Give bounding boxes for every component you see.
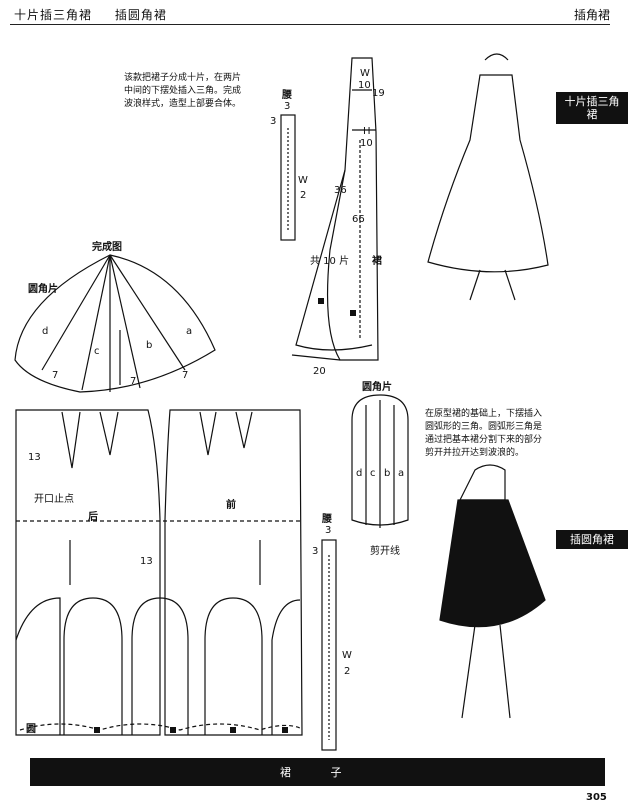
- header-item: 插圆角裙: [114, 8, 167, 22]
- lower-gore-letter-c: c: [370, 468, 376, 479]
- front-label: 前: [226, 500, 236, 511]
- lower-waistband-title: 腰: [322, 514, 332, 525]
- footer-banner: [30, 758, 605, 786]
- flare-7-mid: 7: [130, 376, 137, 387]
- footer-text: 裙 子: [280, 766, 360, 779]
- lower-gore-title: 圆角片: [362, 382, 392, 393]
- side-tab-bottom: 插圆角裙: [556, 530, 628, 549]
- header-rule: [10, 24, 610, 25]
- panel-hip-h: H: [363, 126, 371, 137]
- lower-waistband-height: 3: [312, 546, 319, 557]
- figure-1-skirt: [427, 74, 549, 273]
- flare-line: [109, 254, 141, 389]
- notch-marker: [282, 727, 288, 733]
- cut-line-label: 剪开线: [370, 546, 400, 557]
- header-item: 十片插三角裙: [14, 8, 93, 22]
- running-header-right: 插角裙: [573, 8, 610, 22]
- notch-marker: [318, 298, 324, 304]
- front-dart-1: [199, 411, 217, 456]
- lower-13-left: 13: [28, 452, 41, 463]
- arch-gore: [204, 597, 263, 735]
- upper-panel-flare: [295, 169, 373, 351]
- finish-diagram-title: 完成图: [92, 242, 122, 253]
- back-dart-1: [61, 411, 81, 469]
- figure-2-leg: [461, 624, 476, 719]
- note-middle: 在原型裙的基础上，下摆插入圆弧形的三角。圆弧形三角是通过把基本裙分割下来的部分剪…: [425, 409, 543, 458]
- panel-count: 共 10 片: [310, 256, 350, 267]
- notch-marker: [350, 310, 356, 316]
- curve-mark: 圆: [26, 724, 36, 735]
- panel-top-w: W: [360, 68, 370, 79]
- flare-line: [41, 254, 111, 371]
- panel-36: 36: [334, 185, 347, 196]
- lower-waist-formula-top: W: [342, 650, 352, 661]
- figure-1-torso: [484, 53, 509, 61]
- flare-letter-b: b: [146, 340, 153, 351]
- panel-66: 66: [352, 214, 365, 225]
- back-panel-outline: [15, 409, 161, 736]
- lower-gore-letter-a: a: [398, 468, 405, 479]
- upper-waistband-height: 3: [270, 116, 277, 127]
- back-label: 后: [88, 512, 98, 523]
- arch-gore: [63, 597, 123, 735]
- figure-2-skirt: [439, 499, 546, 628]
- upper-long-panel: [326, 57, 379, 361]
- flare-letter-a: a: [186, 326, 193, 337]
- figure-2-top: [459, 464, 506, 501]
- flare-letter-c: c: [94, 346, 100, 357]
- flare-7-right: 7: [182, 370, 189, 381]
- figure-1-leg: [504, 269, 516, 301]
- lower-waist-formula-bottom: 2: [344, 666, 351, 677]
- panel-19: 19: [372, 88, 385, 99]
- note-top: 该款把裙子分成十片，在两片中间的下摆处插入三角。完成波浪样式，造型上部要合体。: [124, 73, 242, 109]
- notch-marker: [170, 727, 176, 733]
- hem-curve: [19, 723, 301, 731]
- upper-waistband-rect: [280, 114, 296, 241]
- panel-hip-n: 10: [360, 138, 373, 149]
- flare-line: [109, 254, 186, 371]
- panel-skirt-label: 裙: [372, 256, 382, 267]
- lower-gore-outline: [351, 394, 409, 526]
- flare-letter-d: d: [42, 326, 49, 337]
- upper-panel-hem: [291, 354, 341, 361]
- arch-gore: [271, 599, 301, 735]
- upper-waistband-title: 腰: [282, 90, 292, 101]
- panel-20: 20: [313, 366, 326, 377]
- page-number: 305: [586, 792, 607, 803]
- figure-2-leg: [499, 624, 511, 719]
- upper-waist-formula-bottom: 2: [300, 190, 307, 201]
- flare-7-left: 7: [52, 370, 59, 381]
- back-dart-2: [99, 411, 119, 456]
- upper-waist-formula-top: W: [298, 175, 308, 186]
- flare-line: [81, 254, 111, 391]
- finish-gore-title: 圆角片: [28, 284, 58, 295]
- front-panel-outline: [164, 409, 303, 736]
- lower-waistband-rect: [321, 539, 337, 751]
- notch-marker: [230, 727, 236, 733]
- lower-gore-letter-d: d: [356, 468, 363, 479]
- opening-mark: 开口止点: [34, 494, 74, 505]
- upper-waistband-width: 3: [284, 101, 291, 112]
- figure-1-leg: [469, 269, 481, 301]
- lower-gore-letter-b: b: [384, 468, 391, 479]
- finished-flare-outline: [14, 254, 216, 393]
- lower-13-mid: 13: [140, 556, 153, 567]
- panel-top-n: 10: [358, 80, 371, 91]
- side-tab-top: 十片插三角裙: [556, 92, 628, 124]
- lower-waistband-width: 3: [325, 525, 332, 536]
- arch-gore: [131, 597, 189, 735]
- running-header-left: 十片插三角裙 插圆角裙: [14, 6, 185, 23]
- arch-gore: [15, 597, 61, 735]
- front-dart-2: [235, 411, 253, 449]
- notch-marker: [94, 727, 100, 733]
